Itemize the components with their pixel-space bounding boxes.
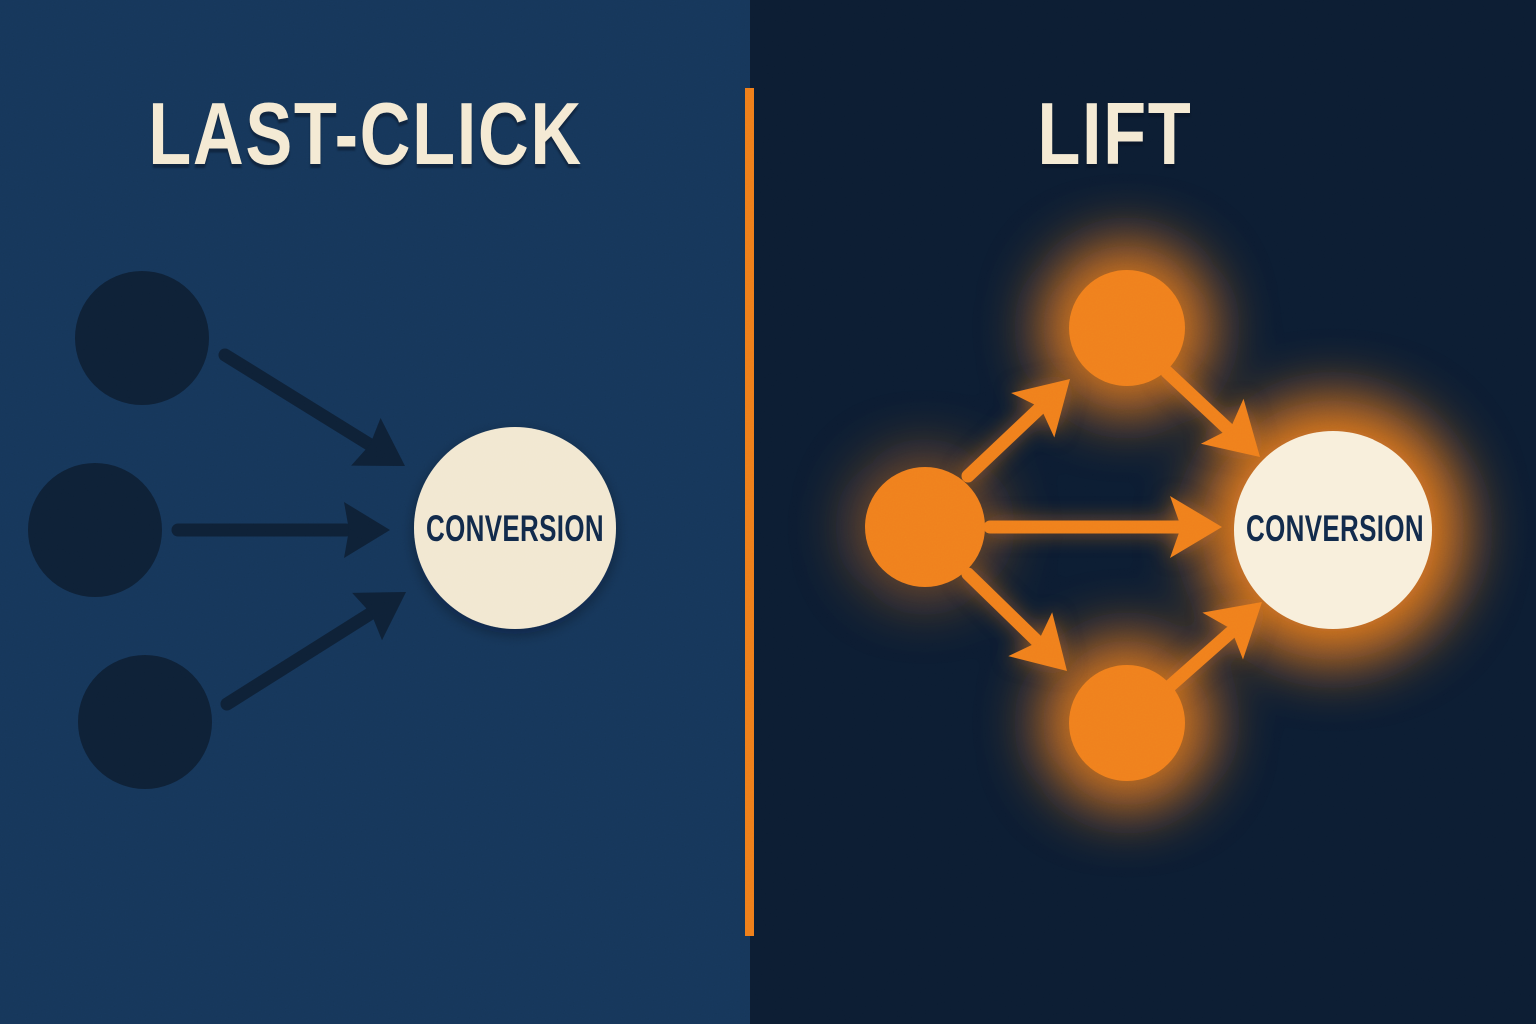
assist-node-bottom	[1069, 665, 1185, 781]
lift-panel: LIFT	[750, 0, 1536, 1024]
conversion-label: CONVERSION	[1246, 508, 1424, 549]
arrow-top-shaft	[218, 348, 379, 453]
lift-diagram: CONVERSION	[853, 242, 1465, 809]
arrow-source-to-top-shaft	[961, 400, 1048, 483]
divider-line	[745, 88, 754, 936]
assist-node-top	[1069, 270, 1185, 386]
arrow-bottom-shaft	[220, 605, 380, 711]
touchpoint-node-2	[28, 463, 162, 597]
last-click-panel: LAST-CLICK CONVERSION	[0, 0, 750, 1024]
touchpoint-node-1	[75, 271, 209, 405]
attribution-arrows	[171, 348, 406, 711]
arrow-top-to-conversion-shaft	[1160, 365, 1235, 436]
conversion-label: CONVERSION	[426, 508, 604, 549]
arrow-bottom-head	[352, 592, 406, 641]
last-click-diagram: CONVERSION	[28, 271, 616, 789]
touchpoint-node-3	[78, 655, 212, 789]
arrow-middle-head	[344, 502, 390, 558]
arrow-source-to-bottom-shaft	[961, 567, 1047, 651]
source-node	[865, 467, 985, 587]
arrow-top-head	[351, 418, 405, 466]
